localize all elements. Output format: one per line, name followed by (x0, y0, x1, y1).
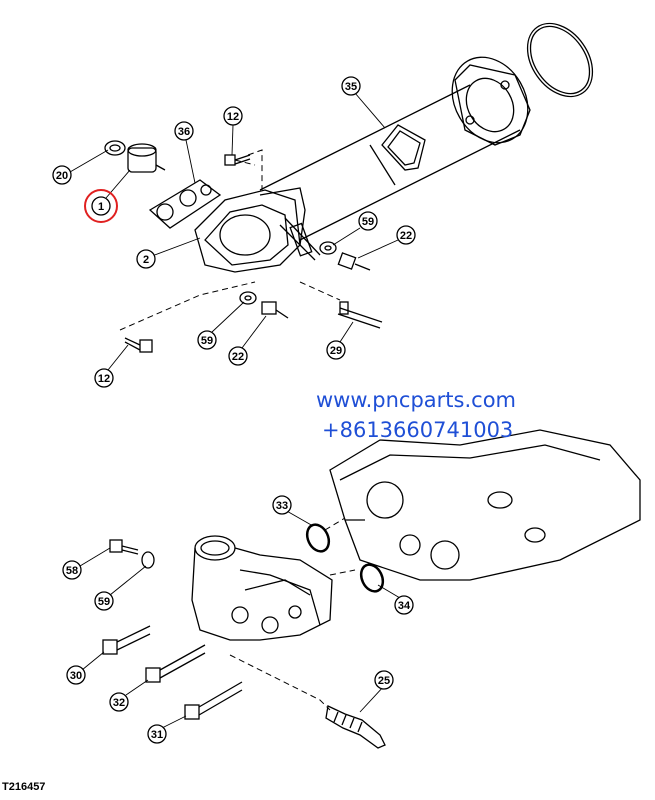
callout-33: 33 (272, 495, 292, 515)
svg-text:30: 30 (70, 670, 82, 682)
callout-20: 20 (52, 165, 72, 185)
temperature-sender (127, 143, 166, 173)
figure-id: T216457 (2, 781, 46, 793)
callout-22-right: 22 (396, 225, 416, 245)
bolt-58 (109, 539, 139, 555)
callout-58: 58 (62, 560, 82, 580)
bolt-22-right (337, 252, 371, 271)
svg-text:1: 1 (98, 201, 104, 213)
gasket-36 (148, 179, 222, 229)
washer-20 (104, 140, 126, 156)
bolt-12-top (224, 154, 251, 166)
callout-1: 1 (91, 196, 111, 216)
svg-text:34: 34 (398, 600, 411, 612)
svg-text:33: 33 (276, 500, 288, 512)
svg-text:59: 59 (362, 216, 374, 228)
o-ring-33 (305, 523, 331, 553)
end-flange (451, 56, 531, 146)
svg-text:12: 12 (98, 373, 110, 385)
watermark-url: www.pncparts.com (316, 388, 516, 412)
tube (259, 84, 521, 241)
bolt-12-lower (124, 337, 153, 353)
svg-text:59: 59 (98, 596, 110, 608)
callout-29: 29 (326, 340, 346, 360)
watermark-phone: +8613660741003 (322, 418, 514, 442)
bolt-22-lower (261, 301, 289, 319)
callout-32: 32 (109, 692, 129, 712)
svg-text:31: 31 (151, 729, 163, 741)
svg-text:20: 20 (56, 170, 68, 182)
bolt-32 (145, 644, 206, 683)
svg-text:25: 25 (378, 675, 390, 687)
svg-text:36: 36 (178, 126, 190, 138)
callout-36: 36 (174, 121, 194, 141)
svg-text:22: 22 (232, 351, 244, 363)
svg-text:2: 2 (143, 254, 149, 266)
callout-22-lower: 22 (228, 346, 248, 366)
callout-59-lower: 59 (197, 330, 217, 350)
callout-35: 35 (341, 76, 361, 96)
callout-34: 34 (394, 595, 414, 615)
svg-text:22: 22 (400, 230, 412, 242)
water-outlet-housing (191, 535, 333, 641)
bolt-30 (102, 625, 151, 655)
engine-block (329, 429, 641, 581)
o-ring-34 (359, 563, 385, 593)
svg-text:58: 58 (66, 565, 78, 577)
callout-59-right: 59 (358, 211, 378, 231)
bolt-31 (184, 681, 243, 720)
large-o-ring (526, 22, 594, 98)
callout-2: 2 (136, 249, 156, 269)
callout-59-bottom: 59 (94, 591, 114, 611)
svg-text:59: 59 (201, 335, 213, 347)
callout-12-lower: 12 (94, 368, 114, 388)
svg-text:29: 29 (330, 345, 342, 357)
thermostat-housing (194, 187, 321, 273)
svg-text:32: 32 (113, 697, 125, 709)
callout-31: 31 (147, 724, 167, 744)
callout-12-top: 12 (223, 106, 243, 126)
stud-29 (337, 301, 383, 329)
gasket-35 (381, 124, 426, 171)
temperature-sensor-25 (325, 705, 386, 749)
callout-25: 25 (374, 670, 394, 690)
svg-text:12: 12 (227, 111, 239, 123)
callout-30: 30 (66, 665, 86, 685)
highlight-ring (84, 189, 118, 223)
svg-text:35: 35 (345, 81, 357, 93)
